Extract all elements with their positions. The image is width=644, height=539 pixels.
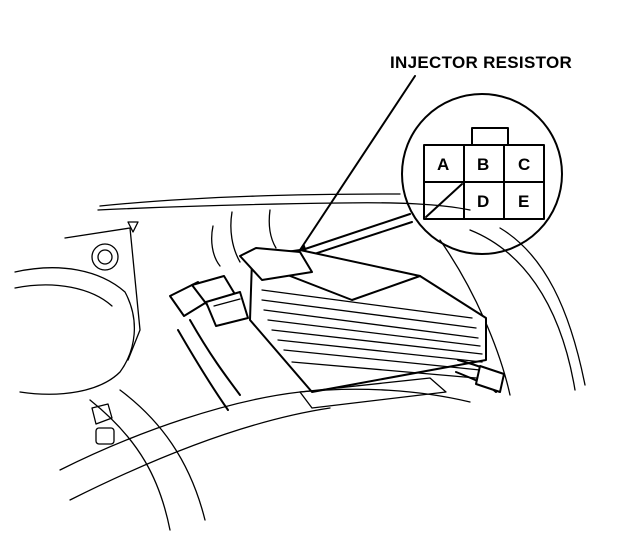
lower-frame-line-2 [69, 407, 331, 501]
pipe-line-1 [119, 389, 206, 521]
fender-top-edge [97, 202, 471, 211]
pigtail-clip [475, 365, 505, 393]
bracket-bolt-lower [95, 427, 115, 445]
reference-mark-icon [127, 221, 139, 233]
wiring-harness [169, 275, 249, 411]
bracket-bolt-upper [91, 403, 113, 425]
reservoir-outline [14, 267, 135, 395]
injector-resistor [239, 247, 487, 409]
harness-connector-rib [213, 298, 241, 307]
harness-connector-3 [205, 291, 249, 327]
pin-label-a: A [437, 155, 449, 174]
strut-bolt-inner [97, 249, 113, 265]
callout-label: INJECTOR RESISTOR [390, 53, 572, 72]
pin-label-b: B [477, 155, 489, 174]
fin-line-4 [267, 319, 481, 347]
right-pigtail [455, 359, 505, 393]
pin-grid [423, 144, 545, 220]
fin-line-1 [261, 289, 473, 319]
pin-label-e: E [518, 192, 529, 211]
inset-leader-line-2 [307, 221, 413, 257]
resistor-connector-block [239, 247, 313, 281]
reservoir-inner-line [14, 284, 113, 307]
hose-back-edge [268, 209, 277, 249]
fin-line-7 [283, 349, 481, 371]
strut-bolt-outer [91, 243, 119, 271]
fin-line-6 [277, 339, 483, 363]
harness-wire-upper [189, 319, 241, 396]
hose-left-edge [211, 225, 221, 267]
pin-label-c: C [518, 155, 530, 174]
cooling-fins [261, 289, 483, 379]
fin-line-8 [291, 361, 477, 379]
fender-top-edge-2 [99, 193, 401, 207]
fin-line-2 [261, 299, 477, 329]
inset-leader-line [301, 213, 411, 251]
fin-line-5 [271, 329, 483, 355]
right-body-curve-2 [499, 227, 586, 386]
connector-inset: A B C D E [301, 93, 563, 257]
fin-line-3 [263, 309, 479, 339]
hose-right-edge [230, 211, 241, 263]
resistor-base-bracket [299, 377, 447, 409]
right-body-curve [469, 229, 576, 391]
callout-leader-line [299, 75, 416, 251]
lower-frame-line-1 [59, 391, 301, 471]
harness-wire-lower [177, 329, 229, 411]
blank-cell-diagonal [425, 183, 463, 218]
pin-label-d: D [477, 192, 489, 211]
pipe-line-2 [89, 399, 171, 531]
connector-key-tab [471, 127, 509, 146]
strut-bracket [64, 227, 141, 361]
